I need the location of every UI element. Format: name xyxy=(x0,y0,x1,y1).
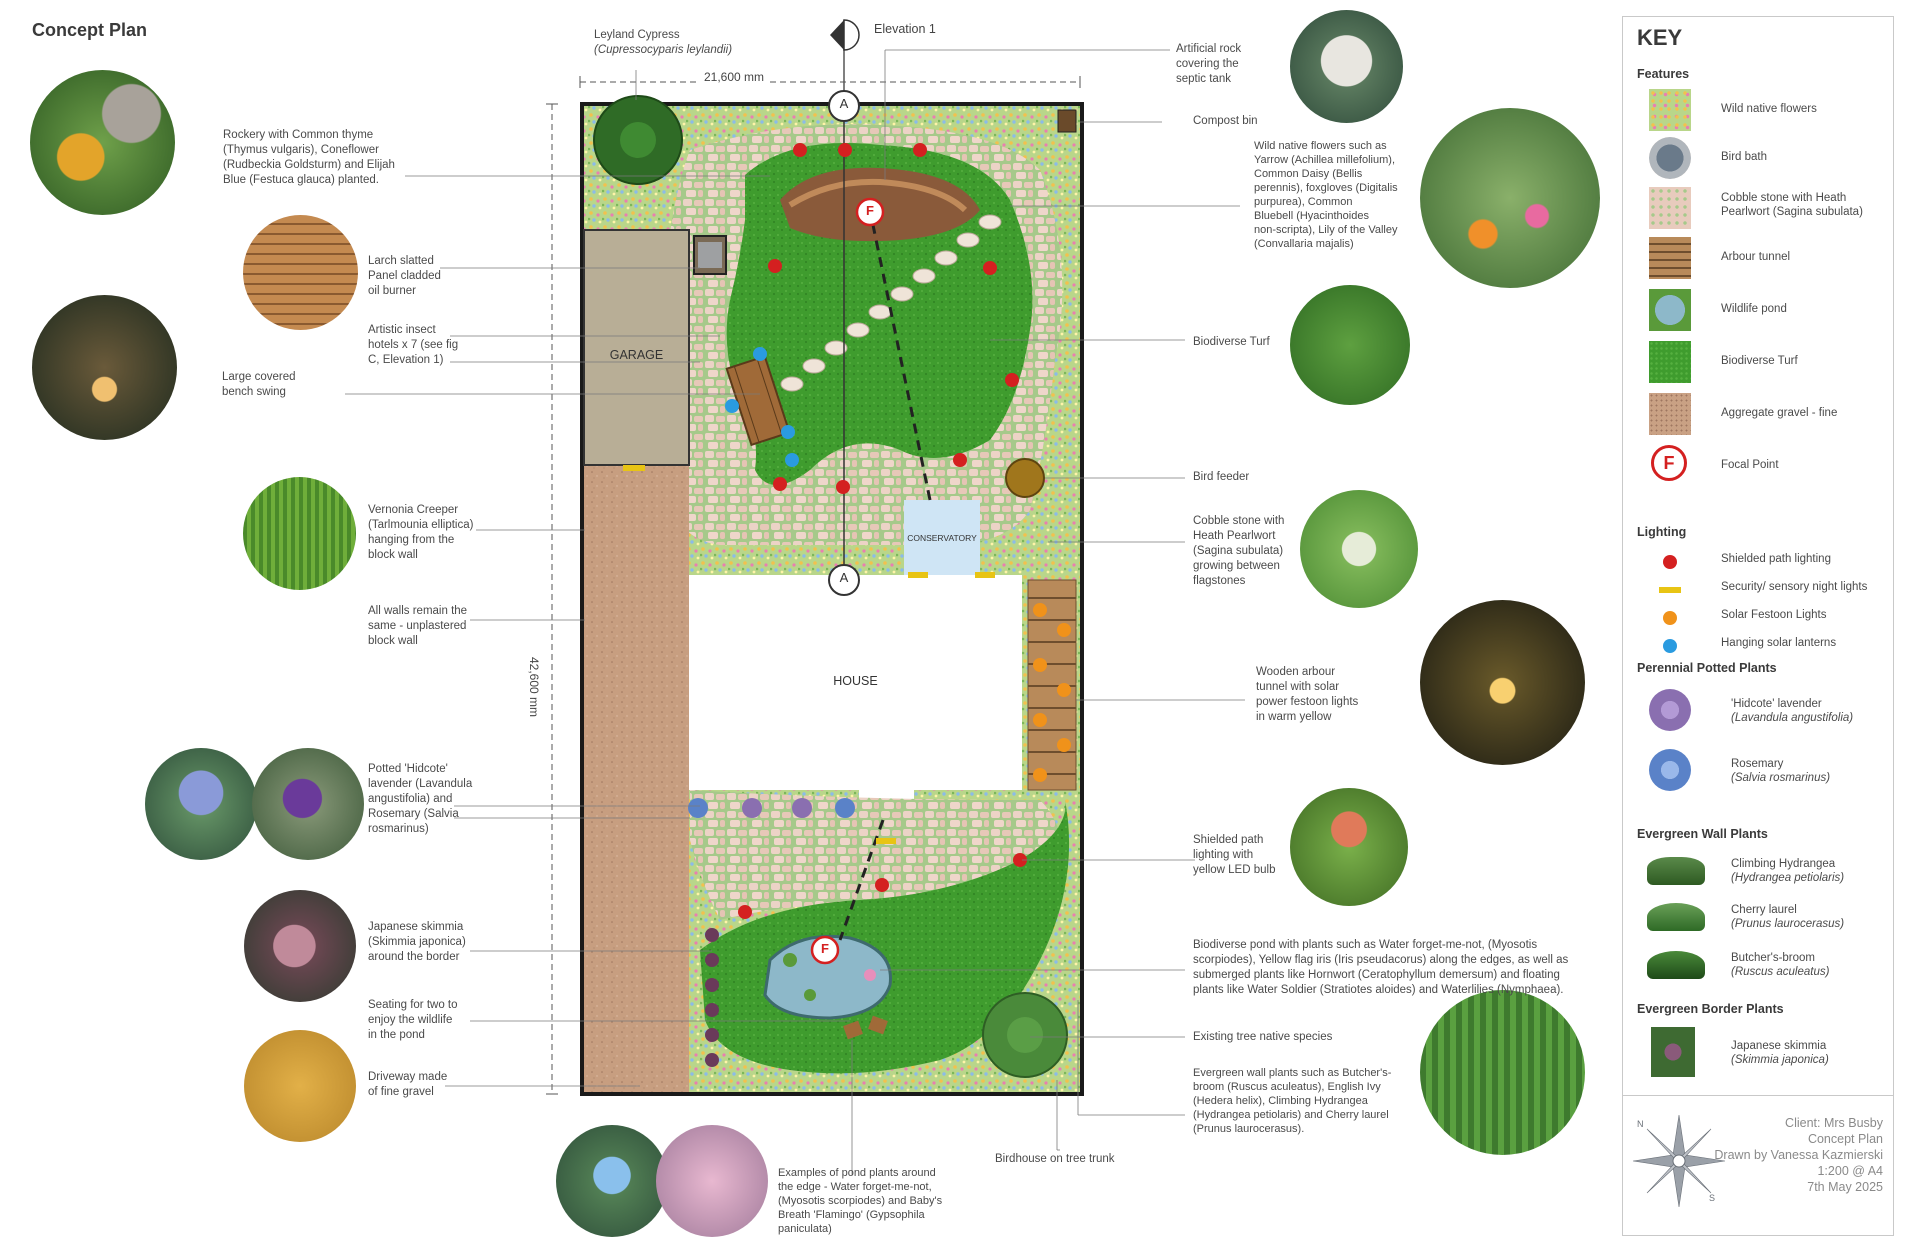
biodiverse-turf-photo xyxy=(1290,285,1410,405)
festoon-lights-photo xyxy=(1420,600,1585,765)
rosemary-photo xyxy=(145,748,257,860)
garage xyxy=(583,229,690,466)
artificial-rock-photo xyxy=(1290,10,1403,123)
forget-me-not-photo xyxy=(556,1125,668,1237)
elevation-label: Elevation 1 xyxy=(874,22,936,36)
key-light-shielded: Shielded path lighting xyxy=(1637,547,1887,573)
wildflowers-photo xyxy=(1420,108,1600,288)
compost-bin xyxy=(1057,109,1077,133)
bird-feeder xyxy=(1005,458,1045,498)
key-item-focal: F Focal Point xyxy=(1637,445,1887,487)
key-item-turf: Biodiverse Turf xyxy=(1637,341,1887,383)
dimension-lines xyxy=(546,76,1081,1095)
conservatory-label: CONSERVATORY xyxy=(907,533,977,543)
focal-point-label: F xyxy=(821,941,829,956)
annotation-feeder: Bird feeder xyxy=(1193,471,1250,483)
key-item-arbour: Arbour tunnel xyxy=(1637,237,1887,279)
rockery-photo xyxy=(30,70,175,215)
gravel-photo xyxy=(244,1030,356,1142)
compass-s: S xyxy=(1709,1193,1716,1203)
wildlife-pond xyxy=(763,934,892,1020)
annotation-compost: Compost bin xyxy=(1193,115,1258,127)
key-item-wildflowers: Wild native flowers xyxy=(1637,89,1887,131)
babys-breath-photo xyxy=(656,1125,768,1237)
section-marker-bottom: A xyxy=(839,570,849,585)
annotation-evergreen-wall: Evergreen wall plants such as Butcher's-… xyxy=(1193,1067,1392,1135)
key-lighting-heading: Lighting xyxy=(1637,525,1687,539)
vernonia-creeper-photo xyxy=(243,477,356,590)
key-perennial-lavender: 'Hidcote' lavender(Lavandula angustifoli… xyxy=(1637,689,1887,739)
annotation-existing-tree: Existing tree native species xyxy=(1193,1031,1333,1043)
compass-n: N xyxy=(1637,1119,1644,1129)
key-features-heading: Features xyxy=(1637,67,1690,81)
key-light-festoon: Solar Festoon Lights xyxy=(1637,603,1887,629)
key-border-skimmia: Japanese skimmia(Skimmia japonica) xyxy=(1637,1027,1887,1077)
key-wall-butchers-broom: Butcher's-broom(Ruscus aculeatus) xyxy=(1637,945,1887,987)
annotation-turf: Biodiverse Turf xyxy=(1193,336,1270,348)
leader-lines xyxy=(345,49,1245,1175)
key-perennial-rosemary: Rosemary(Salvia rosmarinus) xyxy=(1637,749,1887,799)
compass-rose-icon xyxy=(1632,1114,1726,1208)
focal-point-marks xyxy=(810,197,885,965)
driveway xyxy=(584,465,689,1092)
annotation-rockery: Rockery with Common thyme(Thymus vulgari… xyxy=(223,129,395,186)
annotation-vernonia: Vernonia Creeper(Tarlmounia elliptica)ha… xyxy=(368,504,474,561)
key-item-pond: Wildlife pond xyxy=(1637,289,1887,331)
section-marker-top: A xyxy=(839,96,849,111)
annotation-pond: Biodiverse pond with plants such as Wate… xyxy=(1193,939,1569,996)
focal-point-label: F xyxy=(866,203,874,218)
house-label: HOUSE xyxy=(833,674,878,688)
house xyxy=(689,575,1022,790)
evergreen-wall-photo xyxy=(1420,990,1585,1155)
page-title: Concept Plan xyxy=(32,20,148,40)
conservatory xyxy=(904,500,980,575)
site-boundary xyxy=(580,95,1084,1096)
lighting-marks xyxy=(623,143,1071,919)
larch-panel-photo xyxy=(243,215,358,330)
key-wall-hydrangea: Climbing Hydrangea(Hydrangea petiolaris) xyxy=(1637,851,1887,893)
key-item-gravel: Aggregate gravel - fine xyxy=(1637,393,1887,435)
section-line xyxy=(828,19,860,596)
width-dimension: 21,600 mm xyxy=(700,70,769,84)
bench-swing-photo xyxy=(32,295,177,440)
height-dimension: 42,600 mm xyxy=(527,652,542,722)
lavender-photo xyxy=(252,748,364,860)
garage-label: GARAGE xyxy=(609,348,664,362)
annotation-cypress: Leyland Cypress(Cupressocyparis leylandi… xyxy=(594,29,733,56)
path-light-photo xyxy=(1290,788,1408,906)
heath-pearlwort-photo xyxy=(1300,490,1418,608)
key-wall-heading: Evergreen Wall Plants xyxy=(1637,827,1768,841)
key-title: KEY xyxy=(1637,25,1683,50)
skimmia-photo xyxy=(244,890,356,1002)
annotation-birdhouse: Birdhouse on tree trunk xyxy=(995,1153,1115,1165)
key-item-birdbath: Bird bath xyxy=(1637,137,1887,179)
key-border-heading: Evergreen Border Plants xyxy=(1637,1002,1784,1016)
key-panel: KEY Features Wild native flowers Bird ba… xyxy=(1622,16,1894,1236)
key-perennial-heading: Perennial Potted Plants xyxy=(1637,661,1777,675)
annotation-skimmia: Japanese skimmia(Skimmia japonica)around… xyxy=(368,921,466,963)
key-light-lantern: Hanging solar lanterns xyxy=(1637,631,1887,657)
key-wall-laurel: Cherry laurel(Prunus laurocerasus) xyxy=(1637,897,1887,939)
key-item-cobble: Cobble stone with Heath Pearlwort (Sagin… xyxy=(1637,187,1887,229)
key-light-security: Security/ sensory night lights xyxy=(1637,575,1887,601)
